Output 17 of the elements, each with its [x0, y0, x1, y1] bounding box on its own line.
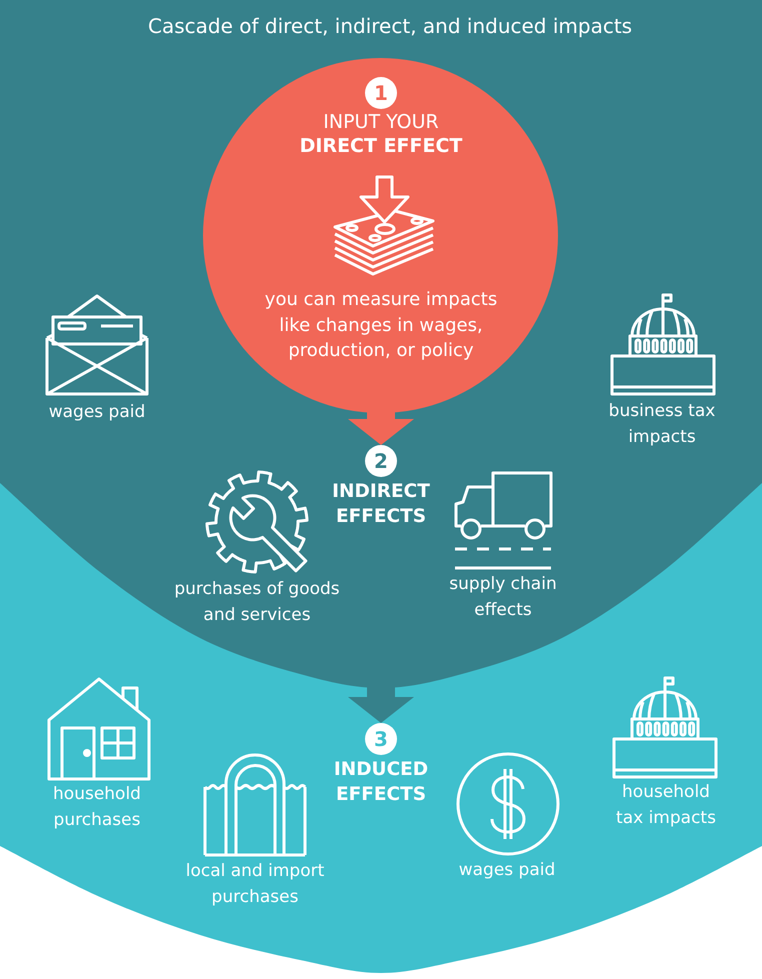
step-heading: INPUT YOUR DIRECT EFFECT — [298, 110, 464, 158]
icon-caption: supply chain effects — [448, 573, 558, 622]
flow-arrow — [348, 686, 414, 723]
icon-caption: household purchases — [52, 783, 142, 832]
description-text: you can measure impacts like changes in wages, production, or policy — [264, 288, 498, 363]
icon-caption: purchases of goods and services — [173, 578, 341, 627]
flow-arrow — [348, 411, 414, 445]
icon-caption: wages paid — [458, 859, 556, 882]
diagram-title: Cascade of direct, indirect, and induced impacts — [148, 13, 632, 39]
icon-caption: business tax impacts — [608, 400, 716, 449]
inner-semicircle-band — [0, 0, 762, 688]
step-heading: INDIRECT EFFECTS — [331, 480, 431, 529]
icon-caption: local and import purchases — [184, 860, 326, 909]
icon-caption: household tax impacts — [615, 781, 717, 830]
step-heading: INDUCED EFFECTS — [332, 758, 430, 807]
direct-effect-circle — [203, 58, 558, 413]
icon-caption: wages paid — [48, 401, 146, 424]
